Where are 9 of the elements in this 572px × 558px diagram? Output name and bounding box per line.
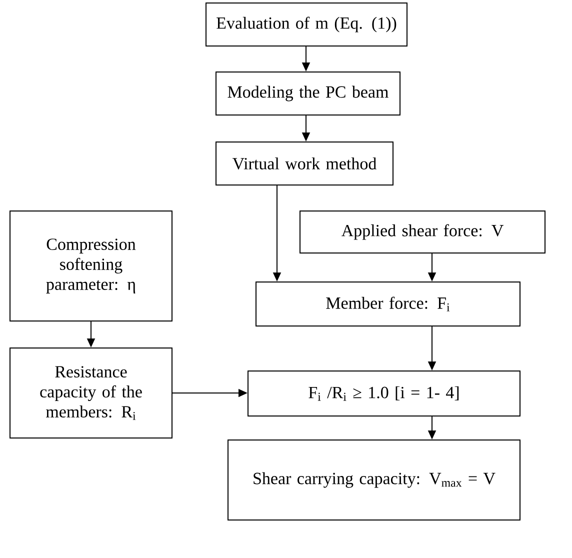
process-box: Applied shear force: V <box>300 210 546 254</box>
process-box: Evaluation of m (Eq. (1)) <box>206 2 408 46</box>
process-box: Virtual work method <box>216 142 394 186</box>
process-box: Resistance capacity of the members: R$_{i}$ <box>10 348 172 438</box>
process-box: Shear carrying capacity: V$_{max}$ = V <box>228 440 520 520</box>
process-box: Member force: F$_{i}$ <box>256 282 520 326</box>
process-box: Compression softening parameter: η <box>10 210 172 322</box>
process-box: Modeling the PC beam <box>216 72 400 116</box>
process-box: F$_{i}$ /R$_{i}$ ≥ 1.0 [i = 1- 4] <box>248 370 520 416</box>
